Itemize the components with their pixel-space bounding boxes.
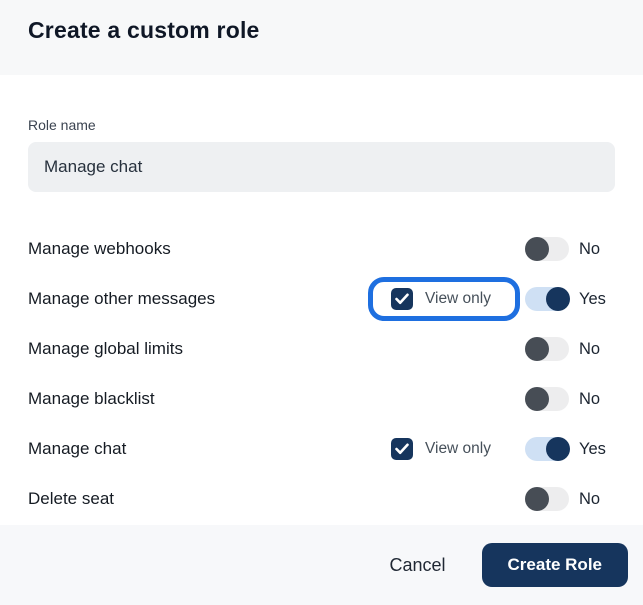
role-name-label: Role name [28,117,96,133]
checkmark-icon [395,293,409,305]
toggle-knob [525,487,549,511]
permission-row-delete-seat: Delete seat No [28,474,615,524]
permission-row-manage-other-messages: Manage other messages View only Yes [28,274,615,324]
toggle-state-label: Yes [579,439,606,458]
toggle-state-label: No [579,489,601,508]
view-only-checkbox[interactable] [390,288,413,310]
permission-controls: View only Yes [367,277,615,321]
permission-row-manage-chat: Manage chat View only Yes [28,424,615,474]
dialog-header: Create a custom role [0,0,643,75]
view-only-label: View only [424,440,491,457]
permission-label: Manage chat [28,439,127,458]
permission-controls: No [525,487,615,511]
permission-controls: No [525,237,615,261]
toggle-manage-chat[interactable] [525,437,570,461]
permission-label: Manage global limits [28,339,183,358]
permission-label: Manage other messages [28,289,216,308]
role-name-input[interactable] [28,142,615,192]
cancel-button[interactable]: Cancel [385,549,449,582]
toggle-state-label: No [579,339,601,358]
view-only-group: View only [368,427,520,471]
view-only-checkbox[interactable] [390,438,413,460]
dialog-footer: Cancel Create Role [0,525,643,605]
toggle-manage-webhooks[interactable] [525,237,569,261]
permission-row-manage-webhooks: Manage webhooks No [28,224,615,274]
view-only-label: View only [424,290,491,307]
toggle-knob [525,387,549,411]
dialog-title: Create a custom role [28,17,260,43]
toggle-state-label: No [579,389,601,408]
permission-label: Manage webhooks [28,239,171,258]
toggle-knob [525,237,549,261]
permission-row-manage-blacklist: Manage blacklist No [28,374,615,424]
toggle-knob [546,287,570,311]
checkmark-icon [395,443,409,455]
view-only-highlight-ring: View only [367,277,520,321]
toggle-state-label: No [579,239,601,258]
toggle-knob [525,337,549,361]
permission-controls: View only Yes [368,427,615,471]
permission-row-manage-global-limits: Manage global limits No [28,324,615,374]
toggle-state-label: Yes [579,289,606,308]
permission-label: Delete seat [28,489,114,508]
toggle-manage-other-messages[interactable] [525,287,570,311]
permission-controls: No [525,337,615,361]
toggle-delete-seat[interactable] [525,487,569,511]
toggle-manage-global-limits[interactable] [525,337,569,361]
permission-list: Manage webhooks No Manage other messages [28,224,615,524]
permission-label: Manage blacklist [28,389,155,408]
toggle-knob [546,437,570,461]
create-role-button[interactable]: Create Role [481,543,628,587]
permission-controls: No [525,387,615,411]
dialog-body: Role name Manage webhooks No Manage othe… [0,117,643,524]
toggle-manage-blacklist[interactable] [525,387,569,411]
